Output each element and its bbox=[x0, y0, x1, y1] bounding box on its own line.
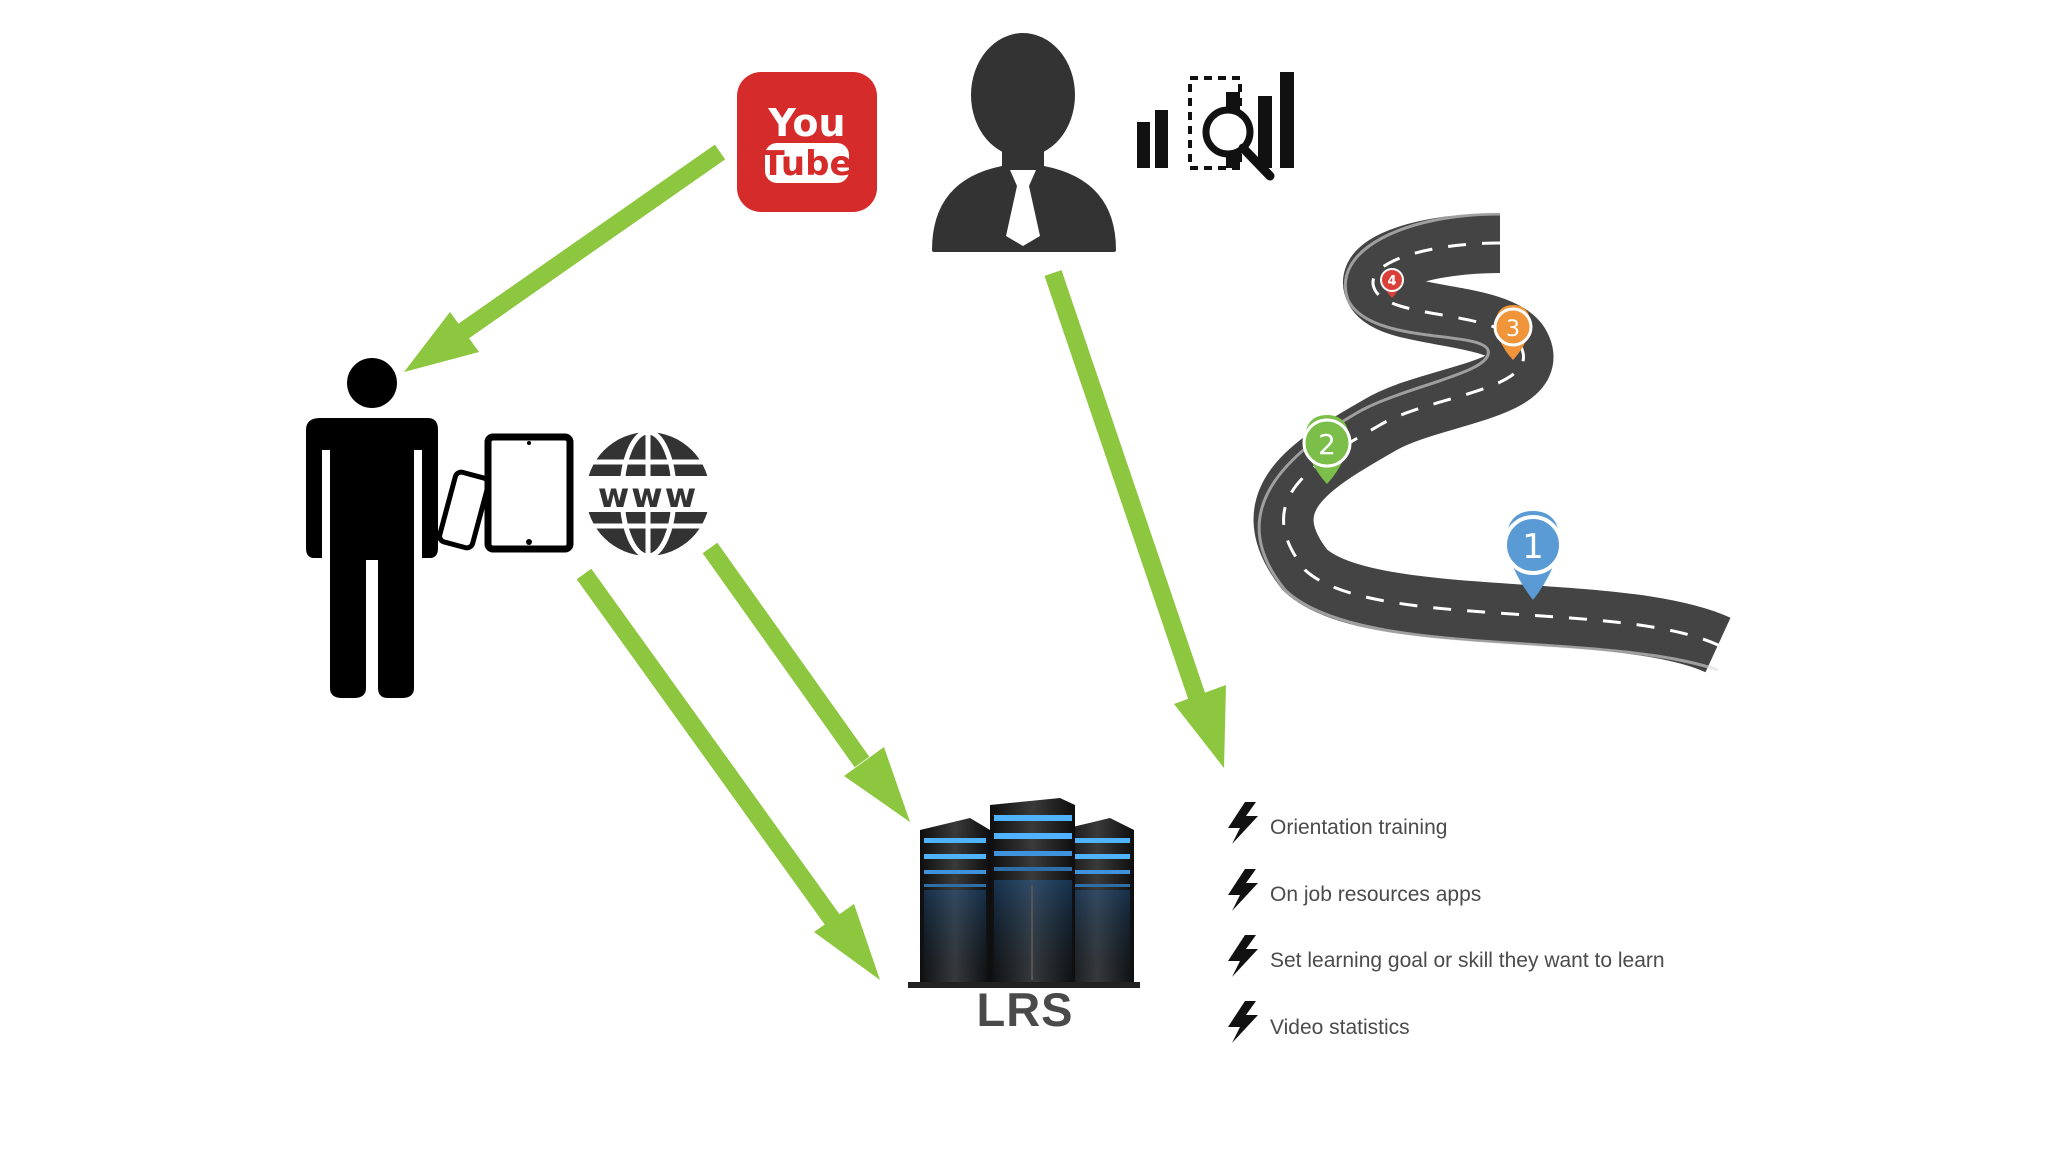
tablet-icon bbox=[484, 433, 574, 553]
bolt-icon-1 bbox=[1228, 802, 1258, 844]
roadmap-marker-2: 2 bbox=[1302, 415, 1352, 484]
svg-text:2: 2 bbox=[1318, 428, 1336, 461]
learner-icon bbox=[306, 358, 438, 698]
svg-text:1: 1 bbox=[1522, 527, 1544, 567]
bullet-bolt-icons bbox=[1228, 802, 1258, 1043]
analytics-search-icon bbox=[1137, 72, 1294, 181]
feature-item-text: Orientation training bbox=[1270, 816, 1448, 840]
youtube-tube-text: Tube bbox=[761, 144, 852, 184]
arrow-web-to-lrs-right bbox=[702, 542, 910, 822]
bolt-icon-2 bbox=[1228, 869, 1258, 911]
web-globe-icon: www bbox=[580, 429, 716, 559]
feature-item: Orientation training bbox=[1228, 795, 1788, 862]
youtube-icon: You Tube bbox=[737, 72, 877, 212]
roadmap-illustration: 4 3 2 1 bbox=[1253, 212, 1731, 673]
bolt-icon-3 bbox=[1228, 935, 1258, 977]
arrow-learner-to-lrs-left bbox=[576, 568, 880, 980]
feature-item-text: On job resources apps bbox=[1270, 882, 1482, 906]
feature-item: On job resources apps bbox=[1228, 862, 1788, 929]
feature-item-text: Set learning goal or skill they want to … bbox=[1270, 949, 1665, 973]
server-tower-left bbox=[920, 818, 990, 985]
roadmap-marker-1: 1 bbox=[1503, 511, 1563, 600]
arrow-youtube-to-learner bbox=[404, 144, 726, 372]
smartphone-icon bbox=[437, 469, 491, 551]
roadmap-marker-3: 3 bbox=[1493, 305, 1533, 360]
lrs-server-icon bbox=[908, 798, 1140, 988]
server-tower-center bbox=[990, 798, 1075, 985]
feature-item: Set learning goal or skill they want to … bbox=[1228, 928, 1788, 995]
feature-item: Video statistics bbox=[1228, 995, 1788, 1062]
bolt-icon-4 bbox=[1228, 1001, 1258, 1043]
svg-text:4: 4 bbox=[1387, 274, 1396, 289]
web-globe-www-text: www bbox=[598, 476, 698, 516]
svg-text:3: 3 bbox=[1506, 317, 1520, 342]
arrow-manager-to-features bbox=[1044, 270, 1226, 768]
feature-item-text: Video statistics bbox=[1270, 1015, 1410, 1039]
manager-icon bbox=[932, 33, 1116, 252]
feature-list: Orientation training On job resources ap… bbox=[1228, 795, 1788, 1061]
lrs-label: LRS bbox=[976, 983, 1074, 1036]
youtube-you-text: You bbox=[767, 101, 845, 145]
roadmap-marker-4: 4 bbox=[1380, 268, 1404, 298]
